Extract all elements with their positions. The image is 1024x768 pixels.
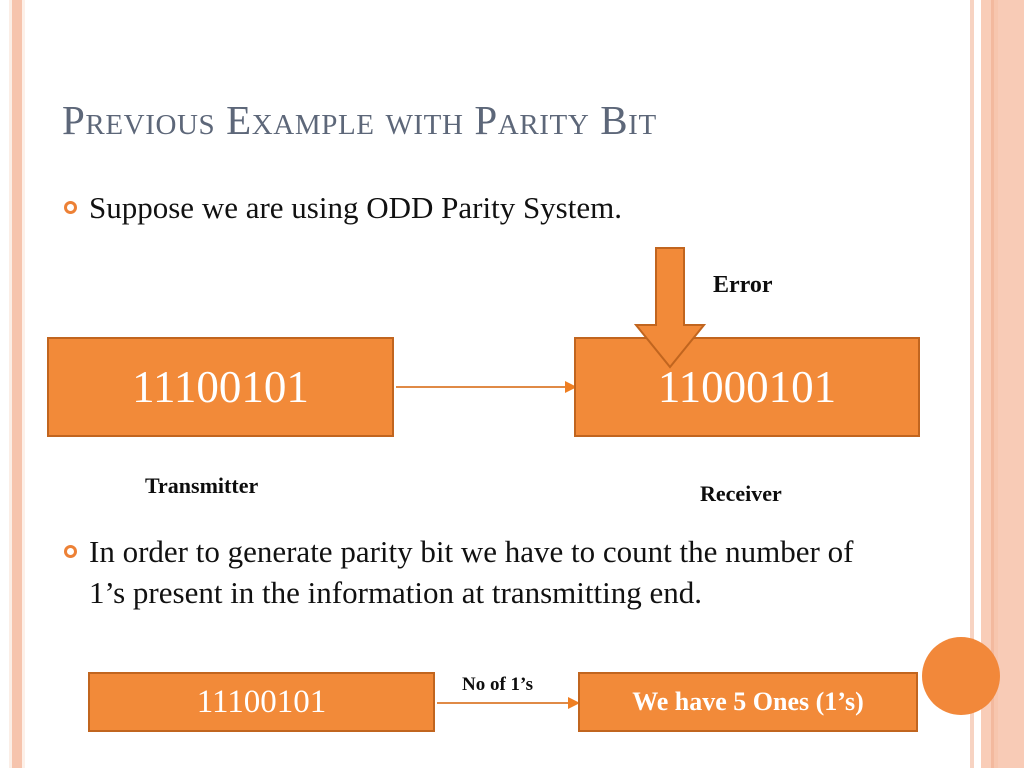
bottom-data-box: 11100101 — [88, 672, 435, 732]
arrow-line — [396, 386, 576, 388]
page-title: Previous Example with Parity Bit — [62, 97, 657, 143]
bullet-ring-icon — [64, 545, 77, 558]
no-of-ones-label: No of 1’s — [462, 674, 534, 695]
transmitter-label: Transmitter — [145, 473, 259, 498]
error-label: Error — [713, 272, 773, 298]
bullet-item-2-label: In order to generate parity bit we have … — [89, 534, 854, 610]
arrow-line — [437, 702, 579, 704]
decorative-circle — [922, 637, 1000, 715]
receiver-label: Receiver — [700, 481, 782, 506]
error-down-arrow-icon — [634, 247, 706, 369]
transmitter-data-box: 11100101 — [47, 337, 394, 437]
receiver-data-box: 11000101 — [574, 337, 920, 437]
ones-count-result-box: We have 5 Ones (1’s) — [578, 672, 918, 732]
bullet-item-2: In order to generate parity bit we have … — [64, 532, 854, 614]
bullet-item-1-label: Suppose we are using ODD Parity System. — [89, 190, 622, 225]
left-decorative-border — [0, 0, 30, 768]
arrow-head-icon — [568, 697, 580, 709]
transmitter-to-receiver-arrow — [396, 381, 577, 393]
count-arrow — [437, 697, 580, 709]
bullet-item-1: Suppose we are using ODD Parity System. — [64, 188, 622, 229]
bullet-ring-icon — [64, 201, 77, 214]
